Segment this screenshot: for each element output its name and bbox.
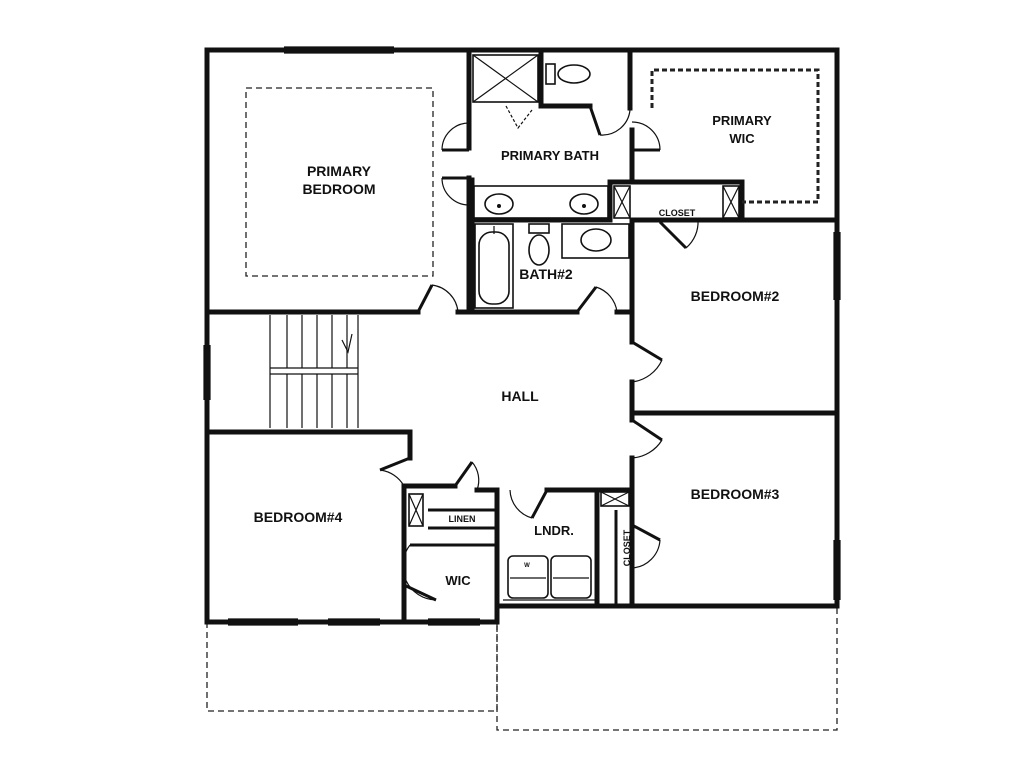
double-vanity [473, 185, 609, 219]
room-label-closet-side: CLOSET [622, 529, 632, 566]
tray-ceiling [245, 87, 434, 277]
room-label-linen: LINEN [449, 514, 476, 524]
closet-shelf-icons [408, 491, 630, 527]
staircase [269, 315, 359, 428]
room-label-primary-wic-line2: WIC [729, 131, 755, 146]
exterior-dashed-outline [206, 606, 838, 731]
door-swings [379, 105, 699, 602]
wic-shelving [650, 68, 820, 204]
room-label-primary-bedroom-line1: PRIMARY [307, 163, 372, 179]
room-label-bath2: BATH#2 [519, 266, 573, 282]
room-label-bedroom2: BEDROOM#2 [691, 288, 780, 304]
toilet-icon [545, 63, 591, 85]
room-label-primary-bath: PRIMARY BATH [501, 148, 599, 163]
interior-walls [204, 47, 840, 625]
room-label-bedroom4: BEDROOM#4 [254, 509, 343, 525]
toilet-icon [528, 223, 550, 266]
sink-icon [561, 223, 630, 259]
room-label-closet: CLOSET [659, 208, 696, 218]
room-label-hall: HALL [501, 388, 539, 404]
room-label-wic: WIC [445, 573, 471, 588]
room-label-bedroom3: BEDROOM#3 [691, 486, 780, 502]
room-label-laundry: LNDR. [534, 523, 574, 538]
room-label-primary-wic-line1: PRIMARY [712, 113, 772, 128]
closet-shelf-icons [613, 185, 740, 219]
room-label-primary-bedroom-line2: BEDROOM [302, 181, 375, 197]
bathtub-icon [474, 223, 514, 309]
washer-mark: W [524, 563, 530, 569]
washer-dryer-icon [503, 555, 595, 601]
shower-icon [472, 54, 539, 130]
